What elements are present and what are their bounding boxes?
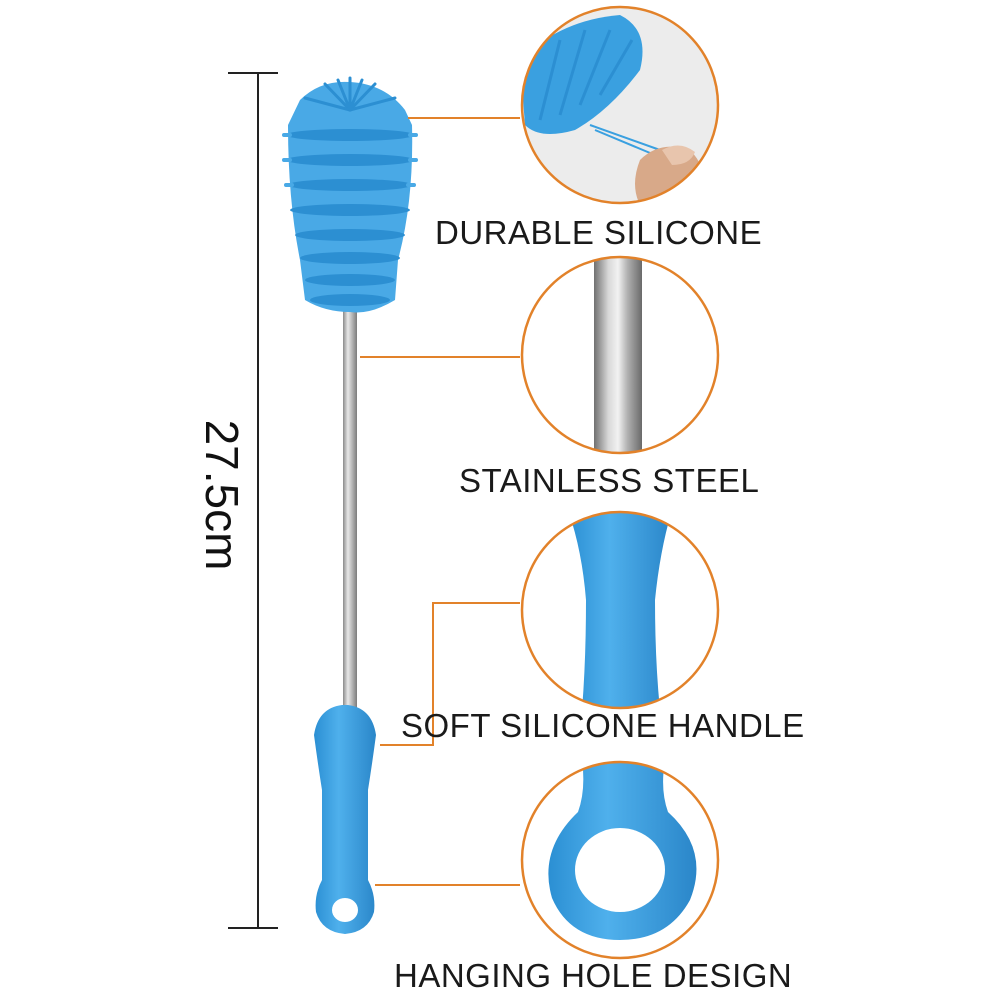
closeup-durable-silicone bbox=[520, 5, 720, 205]
label-stainless-steel: STAINLESS STEEL bbox=[459, 462, 760, 499]
callout-lines bbox=[360, 117, 520, 886]
label-hanging-hole-design: HANGING HOLE DESIGN bbox=[394, 957, 793, 994]
brush-handle bbox=[314, 705, 376, 934]
label-durable-silicone: DURABLE SILICONE bbox=[435, 214, 763, 251]
closeup-stainless-steel bbox=[520, 255, 720, 455]
length-label: 27.5cm bbox=[196, 419, 248, 571]
brush-illustration bbox=[282, 76, 418, 934]
label-soft-silicone-handle: SOFT SILICONE HANDLE bbox=[401, 707, 805, 744]
brush-head bbox=[282, 76, 418, 313]
dimension-marker bbox=[228, 72, 278, 929]
closeup-hanging-hole bbox=[520, 760, 720, 960]
closeup-soft-handle bbox=[520, 510, 720, 710]
